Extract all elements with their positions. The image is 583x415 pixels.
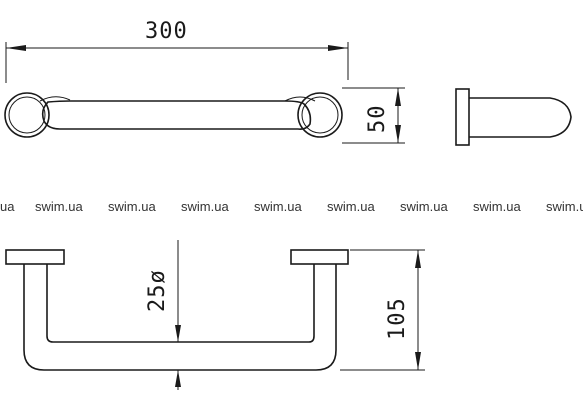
dim-105-arrow-bottom xyxy=(415,352,421,370)
watermark-partial: ua xyxy=(0,199,15,214)
dim-50-arrow-bottom xyxy=(395,125,401,143)
watermark-item: swim.ua xyxy=(254,199,302,214)
top-view: 300 50 xyxy=(4,19,405,144)
watermark-item: swim.ua xyxy=(108,199,156,214)
right-rosette-outer xyxy=(297,92,343,138)
dim-tube-arrow-top xyxy=(175,325,181,342)
side-flange xyxy=(455,88,470,146)
left-rosette-inner xyxy=(8,96,46,134)
dim-105-label: 105 xyxy=(385,297,410,340)
right-rosette-inner xyxy=(301,96,339,134)
side-arm xyxy=(469,97,572,138)
watermark-item: swim.ua xyxy=(327,199,375,214)
dim-300-arrow-left xyxy=(6,45,26,51)
dim-50-label: 50 xyxy=(365,105,390,134)
bar-left-curve xyxy=(39,96,71,102)
u-bar-inner xyxy=(46,264,315,343)
watermark-item: swim.ua xyxy=(35,199,83,214)
side-view xyxy=(455,88,572,146)
dim-300-label: 300 xyxy=(145,19,188,44)
bar-right-curve xyxy=(284,96,316,102)
watermark-item: swim.ua xyxy=(181,199,229,214)
dim-tube-arrow-bottom xyxy=(175,370,181,387)
dim-tube-label: 25ø xyxy=(145,269,170,312)
right-flange xyxy=(290,249,349,265)
u-bar-outer xyxy=(23,264,337,371)
dim-300-arrow-right xyxy=(328,45,348,51)
watermark-row: ua swim.ua swim.ua swim.ua swim.ua swim.… xyxy=(0,199,583,217)
watermark-item: swim.ua xyxy=(546,199,583,214)
dim-105-arrow-top xyxy=(415,250,421,268)
left-flange xyxy=(5,249,65,265)
watermark-item: swim.ua xyxy=(400,199,448,214)
bar-body xyxy=(41,100,312,130)
dim-50-arrow-top xyxy=(395,88,401,106)
watermark-item: swim.ua xyxy=(473,199,521,214)
front-view: 25ø 105 xyxy=(5,240,425,390)
left-rosette-outer xyxy=(4,92,50,138)
